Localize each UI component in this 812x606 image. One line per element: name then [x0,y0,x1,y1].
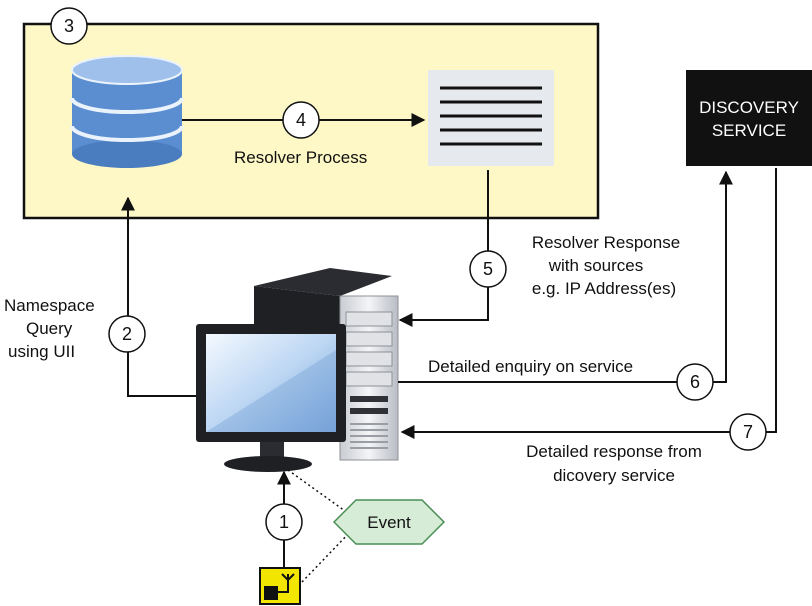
step-4-badge: 4 [282,101,320,139]
arrow-resolver-response [398,170,489,327]
resolver-response-line3: e.g. IP Address(es) [532,279,676,298]
resolver-response-line2: with sources [548,256,643,275]
step-5-number: 5 [483,259,493,279]
discovery-service-line1: DISCOVERY [699,98,799,117]
arrow-detailed-response [400,168,777,439]
resolver-response-line1: Resolver Response [532,233,680,252]
namespace-query-line2: Query [26,319,73,338]
step-1-badge: 1 [265,503,303,541]
namespace-query-line3: using UII [8,342,75,361]
discovery-service-line2: SERVICE [712,121,786,140]
step-6-badge: 6 [676,363,714,401]
resolver-process-label: Resolver Process [234,148,367,167]
step-5-badge: 5 [469,250,507,288]
document-icon [428,70,554,166]
namespace-query-line1: Namespace [4,296,95,315]
database-icon [70,55,184,168]
step-2-number: 2 [122,324,132,344]
detailed-enquiry-label: Detailed enquiry on service [428,357,633,376]
event-shape [332,499,446,545]
step-6-number: 6 [690,372,700,392]
step-1-number: 1 [279,512,289,532]
tag-icon [259,567,301,605]
event-label: Event [367,513,411,532]
monitor-icon [196,324,346,472]
arrow-namespace-query [121,196,196,397]
computer-tower-icon [254,268,399,461]
discovery-service-box [686,70,812,166]
step-4-number: 4 [296,110,306,130]
detailed-response-line1: Detailed response from [526,442,702,461]
step-7-number: 7 [743,422,753,442]
arrow-detailed-enquiry [398,170,733,383]
step-3-number: 3 [64,16,74,36]
step-7-badge: 7 [729,413,767,451]
step-2-badge: 2 [108,315,146,353]
detailed-response-line2: dicovery service [553,466,675,485]
event-link-bottom [301,529,353,583]
step-3-badge: 3 [50,7,88,45]
event-link-top [287,469,353,517]
